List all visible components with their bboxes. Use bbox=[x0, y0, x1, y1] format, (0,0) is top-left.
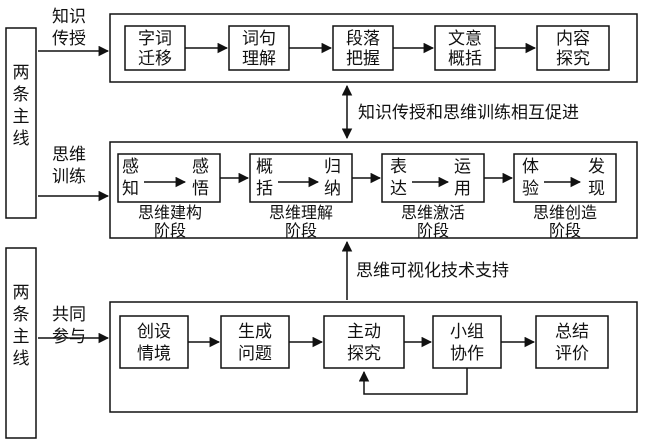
knowledge-step-4-line-1: 文意 bbox=[448, 29, 482, 49]
participation-step-1: 创设 情境 bbox=[119, 315, 189, 369]
thinking-step-3-phase-1: 思维激活 bbox=[401, 203, 465, 222]
thinking-lead-line-1: 思维 bbox=[52, 145, 86, 165]
thinking-step-1-left-1: 感 bbox=[122, 157, 139, 177]
bottom-mainline-label: 两 条 主 线 bbox=[5, 247, 37, 439]
participation-step-4: 小组 协作 bbox=[432, 315, 502, 369]
bottom-label-char-2: 条 bbox=[13, 305, 30, 325]
thinking-step-1-left-2: 知 bbox=[122, 179, 139, 199]
thinking-row-frame bbox=[109, 141, 638, 239]
thinking-step-3-phase-2: 阶段 bbox=[417, 221, 449, 240]
knowledge-step-4: 文意 概括 bbox=[434, 25, 496, 71]
participation-lead-line-1: 共同 bbox=[52, 305, 86, 325]
participation-step-1-line-2: 情境 bbox=[137, 344, 171, 364]
participation-row-frame bbox=[109, 301, 638, 413]
thinking-step-2: 概 括 归 纳 思维理解 阶段 bbox=[249, 153, 353, 240]
thinking-lead-line-2: 训练 bbox=[52, 167, 86, 187]
participation-step-3-line-2: 探究 bbox=[347, 344, 381, 364]
top-label-char-1: 两 bbox=[13, 63, 30, 83]
thinking-step-1-right-2: 悟 bbox=[192, 179, 209, 199]
mutual-promotion-note: 知识传授和思维训练相互促进 bbox=[358, 103, 579, 123]
participation-step-1-line-1: 创设 bbox=[137, 322, 171, 342]
knowledge-step-5: 内容 探究 bbox=[536, 25, 610, 71]
thinking-step-4-left-1: 体 bbox=[522, 157, 539, 177]
knowledge-step-5-line-1: 内容 bbox=[556, 29, 590, 49]
thinking-step-3-right-1: 运 bbox=[454, 157, 471, 177]
bottom-label-char-3: 主 bbox=[13, 327, 30, 347]
top-mainline-label: 两 条 主 线 bbox=[5, 27, 37, 219]
thinking-step-3-right-2: 用 bbox=[454, 179, 471, 199]
thinking-step-1-phase-2: 阶段 bbox=[154, 221, 186, 240]
participation-step-5-line-2: 评价 bbox=[555, 344, 589, 364]
thinking-step-2-right-2: 纳 bbox=[324, 179, 341, 199]
knowledge-step-1: 字词 迁移 bbox=[124, 25, 186, 71]
top-label-char-4: 线 bbox=[13, 129, 30, 149]
thinking-step-1: 感 知 感 悟 思维建构 阶段 bbox=[117, 153, 221, 240]
bottom-label-char-4: 线 bbox=[13, 349, 30, 369]
knowledge-row-frame bbox=[109, 13, 638, 83]
participation-step-4-line-2: 协作 bbox=[450, 344, 484, 364]
thinking-step-2-left-2: 括 bbox=[256, 179, 273, 199]
knowledge-step-5-line-2: 探究 bbox=[556, 49, 590, 69]
participation-step-2-line-1: 生成 bbox=[238, 322, 272, 342]
bottom-label-char-1: 两 bbox=[13, 283, 30, 303]
participation-step-3-line-1: 主动 bbox=[347, 322, 381, 342]
knowledge-step-3-line-1: 段落 bbox=[346, 29, 380, 49]
participation-step-5-line-1: 总结 bbox=[555, 322, 589, 342]
knowledge-step-3-line-2: 把握 bbox=[346, 49, 380, 69]
thinking-step-1-phase-1: 思维建构 bbox=[138, 203, 202, 222]
knowledge-step-2-line-2: 理解 bbox=[242, 49, 276, 69]
thinking-step-3: 表 达 运 用 思维激活 阶段 bbox=[381, 153, 485, 240]
knowledge-step-3: 段落 把握 bbox=[332, 25, 394, 71]
knowledge-lead-line-1: 知识 bbox=[52, 7, 86, 27]
thinking-step-4-phase-2: 阶段 bbox=[549, 221, 581, 240]
knowledge-step-1-line-2: 迁移 bbox=[138, 49, 172, 69]
support-note: 思维可视化技术支持 bbox=[356, 261, 509, 281]
top-label-char-3: 主 bbox=[13, 107, 30, 127]
top-label-char-2: 条 bbox=[13, 85, 30, 105]
participation-step-5: 总结 评价 bbox=[535, 315, 609, 369]
thinking-step-1-right-1: 感 bbox=[192, 157, 209, 177]
knowledge-step-2-line-1: 词句 bbox=[242, 29, 276, 49]
thinking-step-2-phase-1: 思维理解 bbox=[269, 203, 333, 222]
knowledge-step-1-line-1: 字词 bbox=[138, 29, 172, 49]
thinking-step-2-left-1: 概 bbox=[256, 157, 273, 177]
participation-step-4-line-1: 小组 bbox=[450, 322, 484, 342]
participation-lead-line-2: 参与 bbox=[52, 327, 86, 347]
participation-step-3: 主动 探究 bbox=[323, 315, 405, 369]
thinking-step-4-left-2: 验 bbox=[522, 179, 539, 199]
thinking-step-3-left-2: 达 bbox=[390, 179, 407, 199]
thinking-step-4-phase-1: 思维创造 bbox=[533, 203, 597, 222]
thinking-step-4-right-1: 发 bbox=[588, 157, 605, 177]
thinking-step-4-right-2: 现 bbox=[588, 179, 605, 199]
participation-step-2-line-2: 问题 bbox=[238, 344, 272, 364]
knowledge-lead-line-2: 传授 bbox=[52, 29, 86, 49]
knowledge-step-2: 词句 理解 bbox=[228, 25, 290, 71]
thinking-step-2-phase-2: 阶段 bbox=[285, 221, 317, 240]
collaboration-feedback-arrow bbox=[358, 368, 468, 395]
thinking-step-3-left-1: 表 bbox=[390, 157, 407, 177]
thinking-step-2-right-1: 归 bbox=[324, 157, 341, 177]
knowledge-step-4-line-2: 概括 bbox=[448, 49, 482, 69]
thinking-step-4: 体 验 发 现 思维创造 阶段 bbox=[513, 153, 617, 240]
participation-step-2: 生成 问题 bbox=[220, 315, 290, 369]
